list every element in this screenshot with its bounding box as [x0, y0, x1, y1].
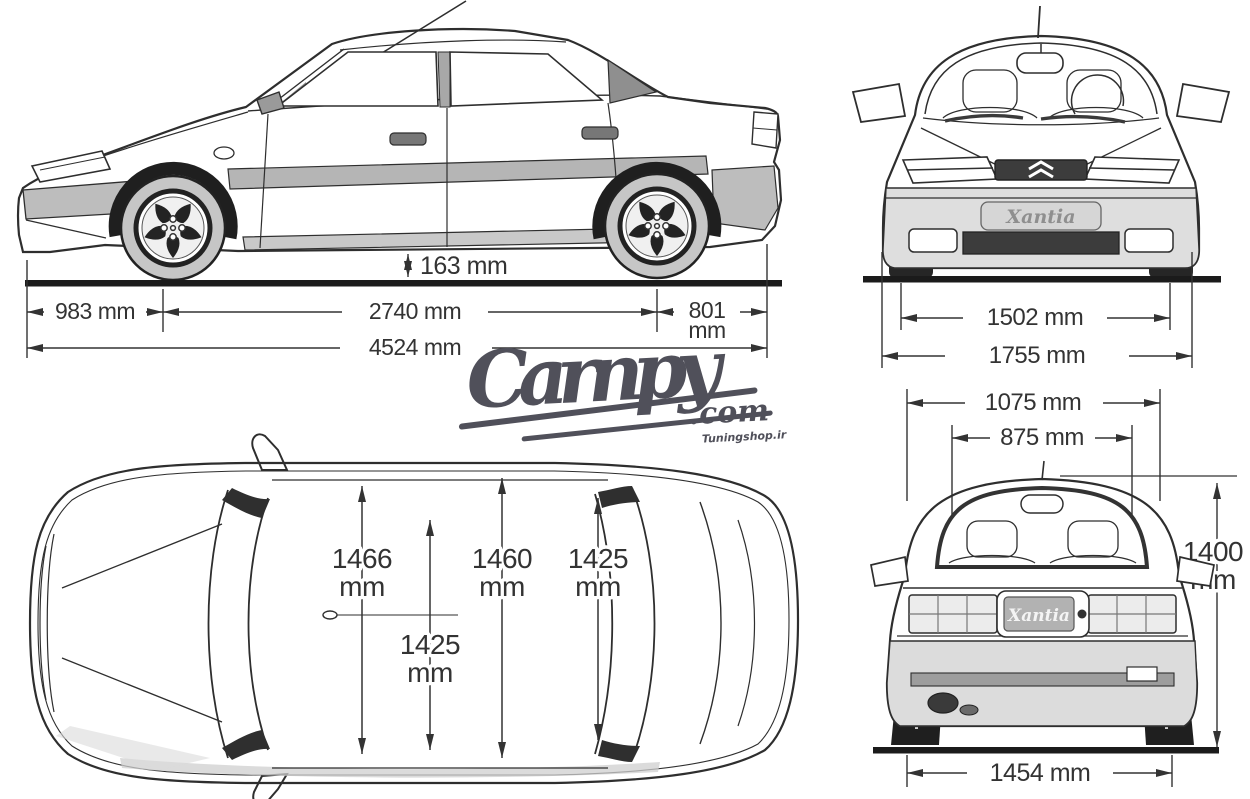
- front-dimensions: [881, 252, 1193, 368]
- ground-line: [863, 276, 1221, 283]
- antenna-icon: [1041, 460, 1045, 481]
- mirror-right: [1176, 555, 1215, 587]
- dim-ground-clearance: 163 mm: [420, 252, 507, 280]
- indicator-lamp: [213, 146, 235, 160]
- door-window-rear: [449, 51, 605, 107]
- dim-rear-inner-width: 875 mm: [1000, 424, 1084, 451]
- mirror-bottom: [252, 772, 289, 799]
- quarter-window: [607, 58, 658, 104]
- fog-light-left: [908, 228, 958, 253]
- rear-car-body: Xantia: [870, 460, 1215, 745]
- b-pillar: [437, 51, 451, 108]
- side-view-drawing: 163 mm 983 mm 2740 mm 801 mm 4524 mm: [16, 0, 783, 364]
- dim-top-center-width-value: 1460: [472, 543, 532, 574]
- dim-top-front-width-unit: mm: [339, 571, 385, 602]
- centerline-marker: [322, 610, 458, 620]
- steering-wheel: [1070, 74, 1125, 115]
- exhaust-pipe: [927, 692, 979, 716]
- front-wheel: [121, 176, 225, 280]
- dim-top-rear-width-value: 1425: [568, 543, 628, 574]
- side-mirror: [256, 91, 285, 115]
- dim-top-mid-width-unit: mm: [407, 657, 453, 688]
- dim-rear-track: 1454 mm: [990, 759, 1091, 787]
- tail-light-right: [1087, 594, 1177, 634]
- rearview-mirror: [1016, 44, 1064, 74]
- grille: [994, 159, 1088, 181]
- dim-track-front: 1502 mm: [987, 304, 1084, 331]
- top-view-drawing: 1466 mm 1425 mm 1460 mm 1425 mm: [28, 433, 800, 799]
- rear-wheel: [605, 174, 709, 278]
- rear-license-plate: Xantia: [996, 590, 1090, 638]
- rear-window: [934, 485, 1150, 569]
- reverse-lens: [1126, 666, 1158, 682]
- side-dimensions: [26, 244, 768, 358]
- dim-top-rear-width-unit: mm: [575, 571, 621, 602]
- top-dimensions: [358, 478, 602, 758]
- front-wheel-arch: [108, 161, 238, 240]
- tailgate-lock: [1077, 609, 1087, 619]
- dim-top-mid-width-value: 1425: [400, 629, 460, 660]
- wipers: [944, 113, 1126, 124]
- dim-rear-overhang-value: 801: [689, 297, 726, 323]
- dim-top-center-width-unit: mm: [479, 571, 525, 602]
- front-car-body: Xantia: [851, 5, 1231, 278]
- watermark-swoosh: [458, 387, 758, 430]
- side-molding: [227, 155, 709, 190]
- greenhouse: [261, 39, 658, 113]
- rear-view-drawing: 1075 mm 875 mm 1400 mm: [870, 386, 1247, 791]
- ground-line: [25, 280, 782, 287]
- citroen-logo-icon: [1028, 160, 1054, 179]
- mirror-top: [251, 433, 289, 471]
- front-license-plate: Xantia: [980, 201, 1102, 231]
- lower-intake: [962, 231, 1120, 255]
- side-car-body: [16, 0, 783, 280]
- door-handle-front: [389, 132, 427, 146]
- rear-bumper-molding: [711, 165, 779, 231]
- tail-light-left: [908, 594, 998, 634]
- bumper-rub-strip: [910, 672, 1175, 687]
- rear-dimensions-top: [906, 389, 1237, 747]
- headlight: [30, 150, 112, 183]
- dim-wheelbase: 2740 mm: [369, 298, 461, 324]
- taillight: [751, 111, 779, 149]
- ground-line: [873, 747, 1219, 754]
- dim-front-overhang: 983 mm: [55, 298, 135, 324]
- mirror-left: [851, 82, 907, 123]
- top-car-body: [28, 433, 800, 799]
- front-plate-text: Xantia: [1005, 206, 1075, 228]
- fog-light-right: [1124, 228, 1174, 253]
- rear-wheel-arch: [592, 161, 722, 240]
- watermark-domain: .com: [687, 393, 770, 433]
- antenna-icon: [1037, 5, 1041, 39]
- front-view-drawing: Xantia 1502 mm 1755 mm: [851, 5, 1231, 373]
- dim-overall-width: 1755 mm: [989, 342, 1086, 369]
- dim-top-front-width-value: 1466: [332, 543, 392, 574]
- mirror-right: [1175, 82, 1231, 123]
- mirror-left: [870, 555, 909, 587]
- door-handle-rear: [581, 126, 619, 140]
- dim-overall-length: 4524 mm: [369, 334, 461, 360]
- dim-rear-overhang-unit: mm: [688, 317, 725, 343]
- third-brake-light: [1020, 494, 1064, 514]
- front-seats: [942, 69, 1144, 119]
- dim-rear-upper-width: 1075 mm: [985, 389, 1082, 416]
- rear-plate-text: Xantia: [1007, 606, 1070, 626]
- door-window-front: [275, 51, 439, 107]
- rear-dimensions-bottom: [906, 755, 1173, 787]
